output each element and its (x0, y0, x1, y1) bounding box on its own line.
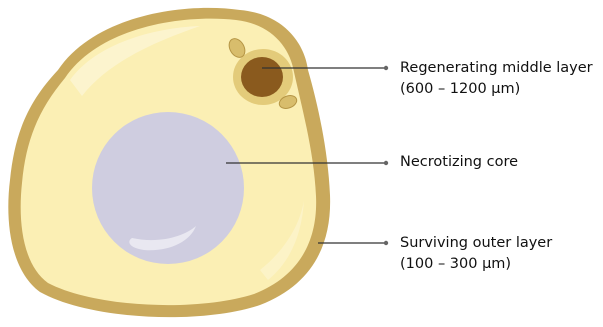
leader-dot-middle (384, 66, 388, 70)
label-core-title: Necrotizing core (400, 152, 518, 173)
nucleus (241, 57, 283, 97)
label-surviving-outer-layer: Surviving outer layer (100 – 300 µm) (400, 233, 552, 275)
leader-dot-outer (384, 241, 388, 245)
label-outer-title: Surviving outer layer (400, 233, 552, 254)
label-middle-range: (600 – 1200 µm) (400, 79, 593, 100)
label-necrotizing-core: Necrotizing core (400, 152, 518, 173)
label-outer-range: (100 – 300 µm) (400, 254, 552, 275)
label-middle-title: Regenerating middle layer (400, 58, 593, 79)
leader-dot-core (384, 161, 388, 165)
label-regenerating-middle-layer: Regenerating middle layer (600 – 1200 µm… (400, 58, 593, 100)
